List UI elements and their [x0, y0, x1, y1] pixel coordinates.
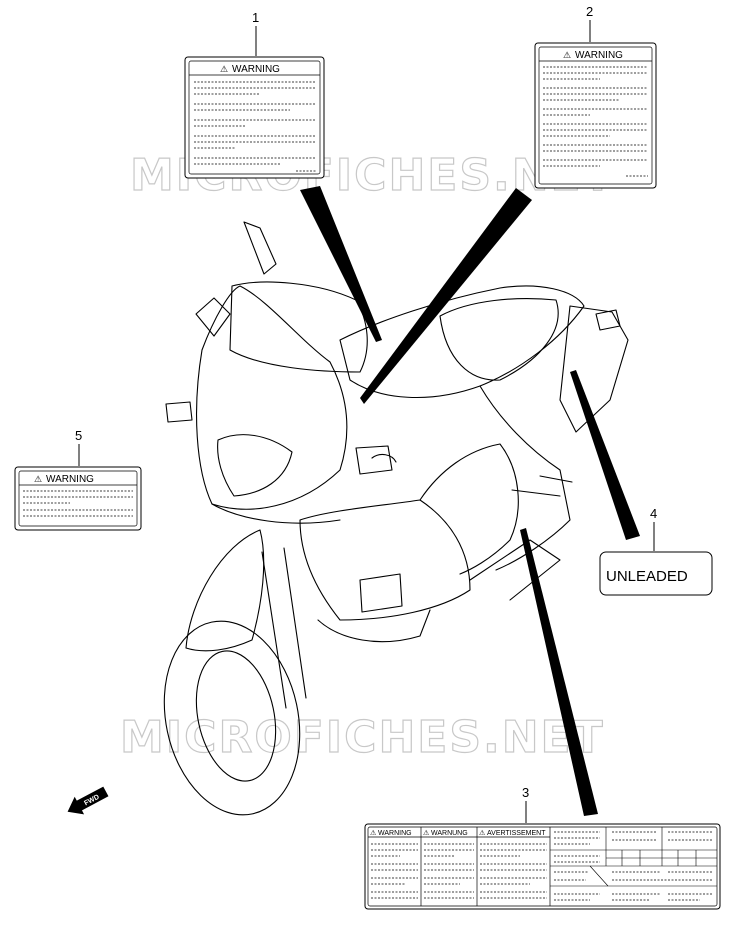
warning-triangle-icon: ⚠ — [370, 829, 376, 837]
leader-3 — [520, 528, 598, 816]
callout-5-number: 5 — [75, 428, 82, 443]
callout-5: 5 ⚠ WARNING — [14, 428, 142, 531]
callout-1-number: 1 — [252, 10, 259, 25]
warning-triangle-icon: ⚠ — [563, 50, 571, 60]
warning-triangle-icon: ⚠ — [34, 474, 42, 484]
warning-triangle-icon: ⚠ — [423, 829, 429, 837]
callout-2-label: WARNING — [575, 50, 623, 61]
unleaded-label: UNLEADED — [606, 568, 688, 585]
callout-3: 3 ⚠ WARNING ⚠ WARNUNG ⚠ AVERTISSEMENT — [364, 785, 721, 910]
fwd-label: FWD — [83, 794, 100, 808]
leader-4 — [570, 370, 640, 540]
warning-triangle-icon: ⚠ — [220, 64, 228, 74]
callout-4-number: 4 — [650, 506, 657, 521]
leader-lines — [300, 186, 640, 816]
callout-3-table — [550, 827, 717, 901]
callout-3-label-de: WARNUNG — [431, 830, 468, 837]
fwd-arrow: FWD — [67, 786, 109, 815]
leader-2 — [360, 188, 532, 404]
callout-1-label: WARNING — [232, 64, 280, 75]
callout-3-label-en: WARNING — [378, 830, 412, 837]
motorcycle-illustration — [163, 221, 629, 816]
warning-triangle-icon: ⚠ — [479, 829, 485, 837]
callout-4: 4 UNLEADED — [599, 506, 713, 596]
watermark-bottom: MICROFICHES.NET — [120, 712, 605, 763]
callout-3-text-lines — [371, 843, 547, 899]
callout-3-label-fr: AVERTISSEMENT — [487, 830, 546, 837]
callout-2-number: 2 — [586, 4, 593, 19]
fwd-arrow-icon — [67, 786, 109, 815]
callout-1: 1 ⚠ WARNING — [184, 10, 325, 179]
leader-1 — [300, 186, 382, 342]
callout-2: 2 ⚠ WARNING — [534, 4, 657, 189]
callout-5-label: WARNING — [46, 474, 94, 485]
callout-3-number: 3 — [522, 785, 529, 800]
